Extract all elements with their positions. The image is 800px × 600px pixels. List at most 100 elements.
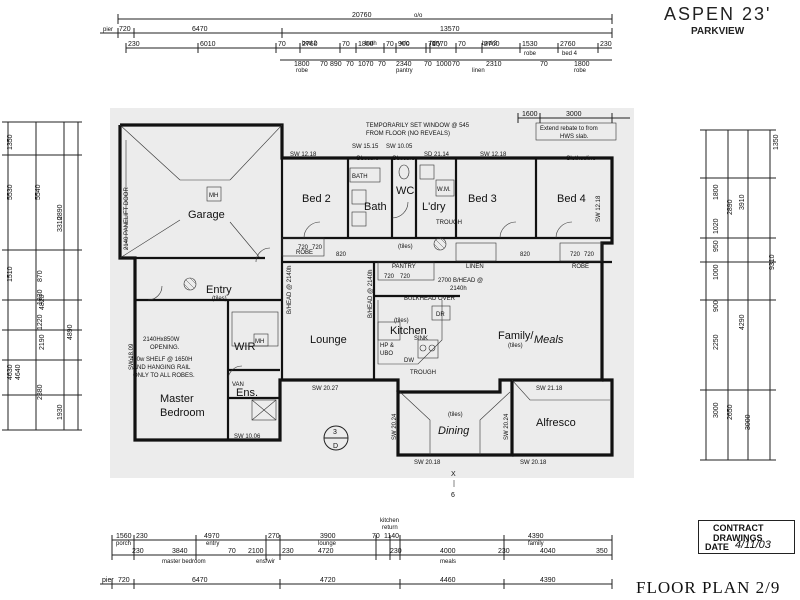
label-robe-bed2: ROBE: [296, 250, 313, 256]
dim-top-row4: 70: [378, 61, 386, 68]
dim-left: 4630: [7, 364, 14, 380]
dim-right: 9310: [769, 254, 776, 270]
dim-bottom-row2: 230: [498, 548, 510, 555]
dim-overall: 20760: [352, 12, 372, 19]
win-top2: SW 15.15: [352, 144, 379, 150]
note-head2: 2140h: [450, 286, 467, 292]
room-wir: WIR: [234, 341, 255, 353]
room-garage: Garage: [188, 209, 225, 221]
dim-right: 1800: [713, 184, 720, 200]
dim-lbl-bath: bath: [365, 41, 377, 47]
dim-top-row3: 1800: [358, 41, 374, 48]
dim-bottom-row3: 4390: [540, 577, 556, 584]
room-bed4: Bed 4: [557, 193, 586, 205]
dim-lbl-robe: robe: [296, 68, 309, 74]
note-opening1: 2140Hx850W: [143, 337, 180, 343]
dim-top-row3: 2760: [560, 41, 576, 48]
note-obscure-2: Obscure: [392, 156, 415, 162]
robe-dim-5: 720: [584, 252, 595, 258]
room-ldry: L'dry: [422, 201, 446, 213]
dim-lbl-wc: w/c: [399, 41, 409, 47]
dim-left: 1350: [7, 134, 14, 150]
stamp-line1: CONTRACT: [713, 523, 764, 533]
dim-top-row3: 2760: [302, 41, 318, 48]
robe-dim-1: 720: [298, 245, 309, 251]
section-num: 3: [333, 429, 337, 436]
dim-bottom-row2: 230: [132, 548, 144, 555]
win-right1: SW 12.18: [596, 195, 602, 222]
dim-bottom-row2: 3840: [172, 548, 188, 555]
room-master-2: Bedroom: [160, 407, 205, 419]
room-meals: Meals: [534, 334, 564, 346]
dim-bottom-row2: 70: [228, 548, 236, 555]
note-shelf3: ONLY TO ALL ROBES.: [133, 373, 195, 379]
dim-right: 3000: [713, 402, 720, 418]
robe-dim-6: 720: [384, 274, 395, 280]
ens-van: VAN: [232, 382, 244, 388]
dim-top-row4: 2310: [486, 61, 502, 68]
note-rebate: Extend rebate to from: [540, 126, 598, 132]
dim-overall-tag: o/o: [414, 13, 423, 19]
dim-lbl-kitchen: kitchen: [380, 518, 399, 524]
kitchen-dr: DR: [436, 312, 445, 318]
dim-bottom-row1: 3900: [320, 533, 336, 540]
dim-bottom-row1: 270: [268, 533, 280, 540]
dim-lbl-bed4: bed 4: [562, 51, 578, 57]
dim-lbl-linen: linen: [472, 68, 485, 74]
dim-top-row4: 1070: [358, 61, 374, 68]
dim-left: 1510: [7, 266, 14, 282]
dim-lbl-return: return: [382, 525, 398, 531]
dim-bottom-row2: 4720: [318, 548, 334, 555]
dim-bottom-row2: 230: [282, 548, 294, 555]
room-labels: Garage Bed 2 Bath WC L'dry Bed 3 Bed 4 E…: [160, 185, 586, 437]
dim-lbl-ldry: l'dry: [430, 41, 441, 47]
dim-right: 950: [713, 240, 720, 252]
dim-right: 2250: [713, 334, 720, 350]
plan-notes: TEMPORARILY SET WINDOW @ 545 FROM FLOOR …: [124, 123, 596, 418]
room-master-1: Master: [160, 393, 194, 405]
dim-bottom-row1: 4970: [204, 533, 220, 540]
wir-mh: MH: [255, 339, 264, 345]
dim-right: 4290: [739, 314, 746, 330]
dim-lbl-enswir: ens/wir: [256, 559, 275, 565]
note-clothesline: Clothesline: [566, 156, 596, 162]
dim-top-row3: 70: [342, 41, 350, 48]
robe-dim-3: 820: [336, 252, 347, 258]
room-ens: Ens.: [236, 387, 258, 399]
note-shelf1: 450w SHELF @ 1650H: [130, 357, 192, 363]
kitchen-dw: DW: [404, 358, 414, 364]
dim-right: 1000: [713, 264, 720, 280]
win-top5: SW 12.18: [480, 152, 507, 158]
dim-top-row3: 230: [600, 41, 612, 48]
win-bot3: SW 20.18: [414, 460, 441, 466]
robe-dim-7: 720: [400, 274, 411, 280]
dim-right: 1350: [773, 134, 780, 150]
section-x-num: 6: [451, 492, 455, 499]
room-bath: Bath: [364, 201, 387, 213]
dim-bottom-row1: 70: [372, 533, 380, 540]
plan-title: ASPEN 23': [664, 4, 772, 24]
label-robe-bed4: ROBE: [572, 264, 589, 270]
dim-lbl-master: master bedroom: [162, 559, 206, 565]
dim-6470: 6470: [192, 26, 208, 33]
dim-rebate-1600: 1600: [522, 111, 538, 118]
room-dining: Dining: [438, 425, 470, 437]
label-tiles-entry: (tiles): [212, 296, 227, 302]
dim-left: 2380: [37, 384, 44, 400]
room-lounge: Lounge: [310, 334, 347, 346]
win-top1: SW 12.18: [290, 152, 317, 158]
dim-bottom-row2: 230: [390, 548, 402, 555]
dim-lbl-lounge: lounge: [318, 541, 337, 547]
dim-bottom-row3: 4720: [320, 577, 336, 584]
note-opening2: OPENING.: [150, 345, 180, 351]
dim-top-row3: 1530: [522, 41, 538, 48]
dim-top-row4: 70: [346, 61, 354, 68]
dim-right: 3910: [739, 194, 746, 210]
dim-bottom-row1: 4390: [528, 533, 544, 540]
bath-tub-label: BATH: [352, 174, 368, 180]
note-shelf2: AND HANGING RAIL: [133, 365, 191, 371]
dim-lbl-porch: porch: [116, 541, 131, 547]
